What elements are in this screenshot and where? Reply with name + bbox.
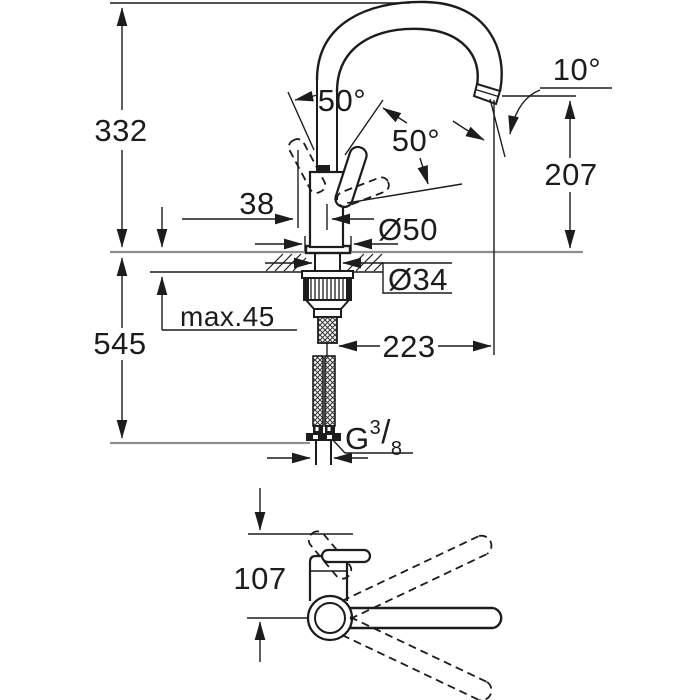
angle-line-down (346, 183, 463, 204)
top-view-handle-lever (320, 548, 372, 564)
angle-line-upright (344, 99, 384, 156)
label-box (382, 262, 452, 294)
angle-arrow-left (294, 90, 319, 102)
spout-inner-edge (335, 27, 479, 93)
dim-label-max45: max.45 (180, 301, 275, 332)
flow-direction-line (489, 98, 506, 158)
dim-label-50deg-open: 50° (318, 83, 366, 118)
dim-label-38: 38 (239, 186, 274, 221)
spout-arc (315, 0, 503, 106)
outlet-angle-arc (508, 89, 541, 135)
dim-label-50deg-down: 50° (392, 123, 440, 158)
dimension-107: 107 (233, 488, 286, 662)
threaded-stud (317, 316, 338, 344)
top-view-spout-swivel-down-dashed (341, 616, 493, 700)
top-view-base-inner (314, 602, 346, 634)
angle-arrow-down (417, 157, 429, 185)
dim-label-10deg: 10° (553, 52, 601, 87)
hose-right (324, 355, 336, 427)
dimension-332: 332 (94, 7, 147, 248)
handle-dashed-left (287, 138, 327, 194)
dimension-545: 545 (93, 257, 146, 439)
spout-outer-edge (315, 0, 503, 92)
dimension-207: 207 (544, 100, 597, 249)
counter-section (110, 2, 583, 445)
dimension-223: 223 (338, 329, 492, 364)
nut-transition (303, 299, 352, 310)
dimension-d34: Ø34 (265, 257, 452, 297)
front-view: 332 545 max.45 38 Ø50 (93, 0, 612, 465)
nut-collar (313, 308, 342, 318)
handle-angle-annotation (287, 90, 463, 204)
dim-label-332: 332 (94, 113, 147, 148)
mounting-nut-serrations (310, 279, 344, 299)
handle-dashed-down (336, 176, 390, 208)
outlet-annotation (452, 87, 612, 355)
supply-hoses (306, 355, 341, 465)
hose-fitting (306, 433, 341, 441)
g38-nipple (315, 441, 332, 465)
dimension-38: 38 (182, 150, 374, 230)
dim-label-207: 207 (544, 157, 597, 192)
dim-label-d50: Ø50 (378, 212, 438, 247)
dim-label-545: 545 (93, 326, 146, 361)
dimension-max45: max.45 (156, 207, 297, 332)
dimension-d50: Ø50 (255, 212, 438, 251)
dim-label-223: 223 (382, 329, 435, 364)
handle-pivot (317, 165, 330, 173)
swivel-arc (452, 120, 485, 141)
dim-label-g38: G3/8 (345, 413, 403, 460)
hose-left (312, 355, 324, 427)
top-view-spout-solid (349, 606, 503, 630)
dim-label-d34: Ø34 (388, 262, 448, 297)
top-view: 107 (233, 488, 503, 700)
mounting-hardware (301, 253, 354, 356)
top-view-spout-swivel-up-dashed (341, 534, 493, 620)
dimension-g38: G3/8 (267, 413, 413, 464)
shank (315, 253, 340, 272)
angle-arrow-right (382, 107, 408, 124)
angle-line-open (287, 91, 315, 151)
dim-label-107: 107 (233, 561, 286, 596)
horseshoe-washer (301, 270, 354, 279)
aerator (472, 82, 502, 106)
